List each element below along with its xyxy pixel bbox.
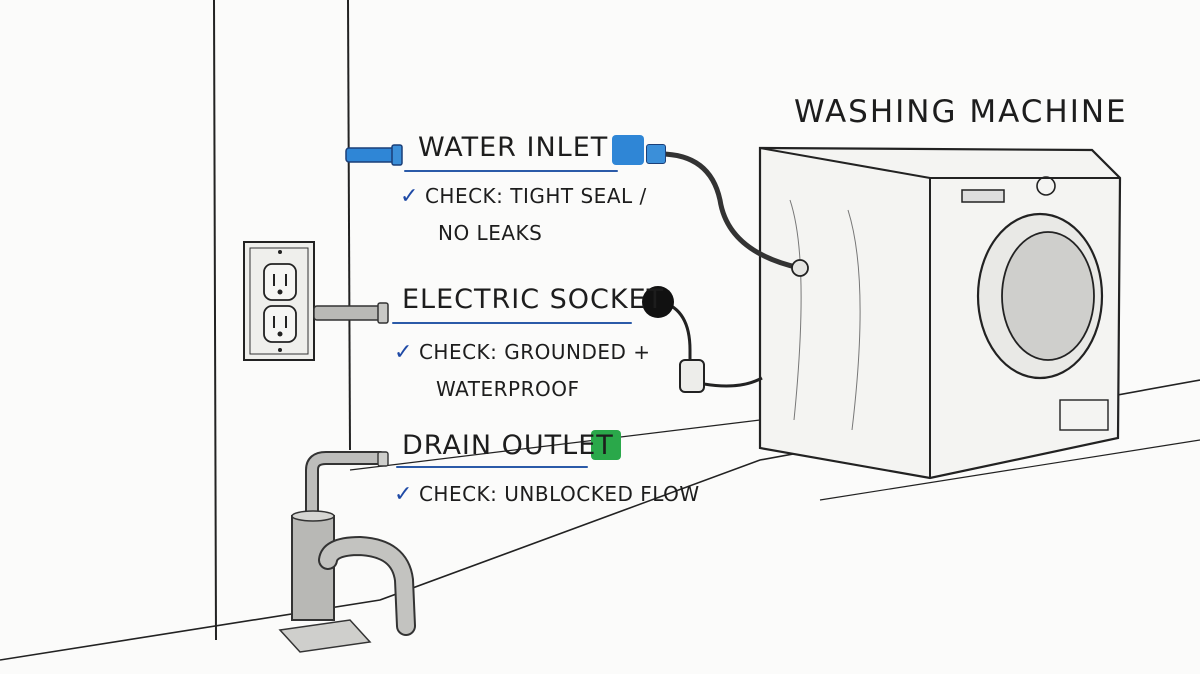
wall-outlet [243, 241, 315, 361]
water-inlet-check-line-1: CHECK: TIGHT SEAL / [424, 184, 647, 208]
water-inlet-fitting [646, 144, 666, 164]
drain-outlet-check-line-1: CHECK: UNBLOCKED FLOW [418, 482, 700, 506]
water-inlet-underline [404, 170, 618, 172]
electric-socket-underline [392, 322, 632, 324]
check-mark-icon: ✓ [394, 482, 413, 507]
drain-standpipe [278, 451, 416, 653]
washing-machine-illustration [758, 146, 1122, 480]
electric-socket-conduit [313, 302, 389, 324]
electric-socket-check-line-2: WATERPROOF [436, 377, 580, 401]
drain-outlet-check: ✓CHECK: UNBLOCKED FLOW [394, 476, 700, 513]
water-inlet-check: ✓CHECK: TIGHT SEAL / NO LEAKS [400, 178, 647, 251]
drain-outlet-marker [591, 430, 621, 460]
water-hose [659, 151, 801, 271]
water-inlet-label: WATER INLET [418, 132, 609, 163]
drain-outlet-label: DRAIN OUTLET [402, 430, 614, 461]
electric-socket-marker [642, 286, 674, 318]
check-mark-icon: ✓ [394, 340, 413, 365]
drain-outlet-underline [396, 466, 588, 468]
water-inlet-marker [612, 135, 644, 165]
electric-socket-check-line-1: CHECK: GROUNDED + [418, 340, 651, 364]
diagram-title: WASHING MACHINE [794, 94, 1128, 130]
check-mark-icon: ✓ [400, 184, 419, 209]
water-inlet-check-line-2: NO LEAKS [438, 221, 543, 245]
electric-socket-label: ELECTRIC SOCKET [402, 284, 665, 315]
water-inlet-pipe [345, 144, 403, 166]
electric-socket-check: ✓CHECK: GROUNDED + WATERPROOF [394, 334, 651, 407]
